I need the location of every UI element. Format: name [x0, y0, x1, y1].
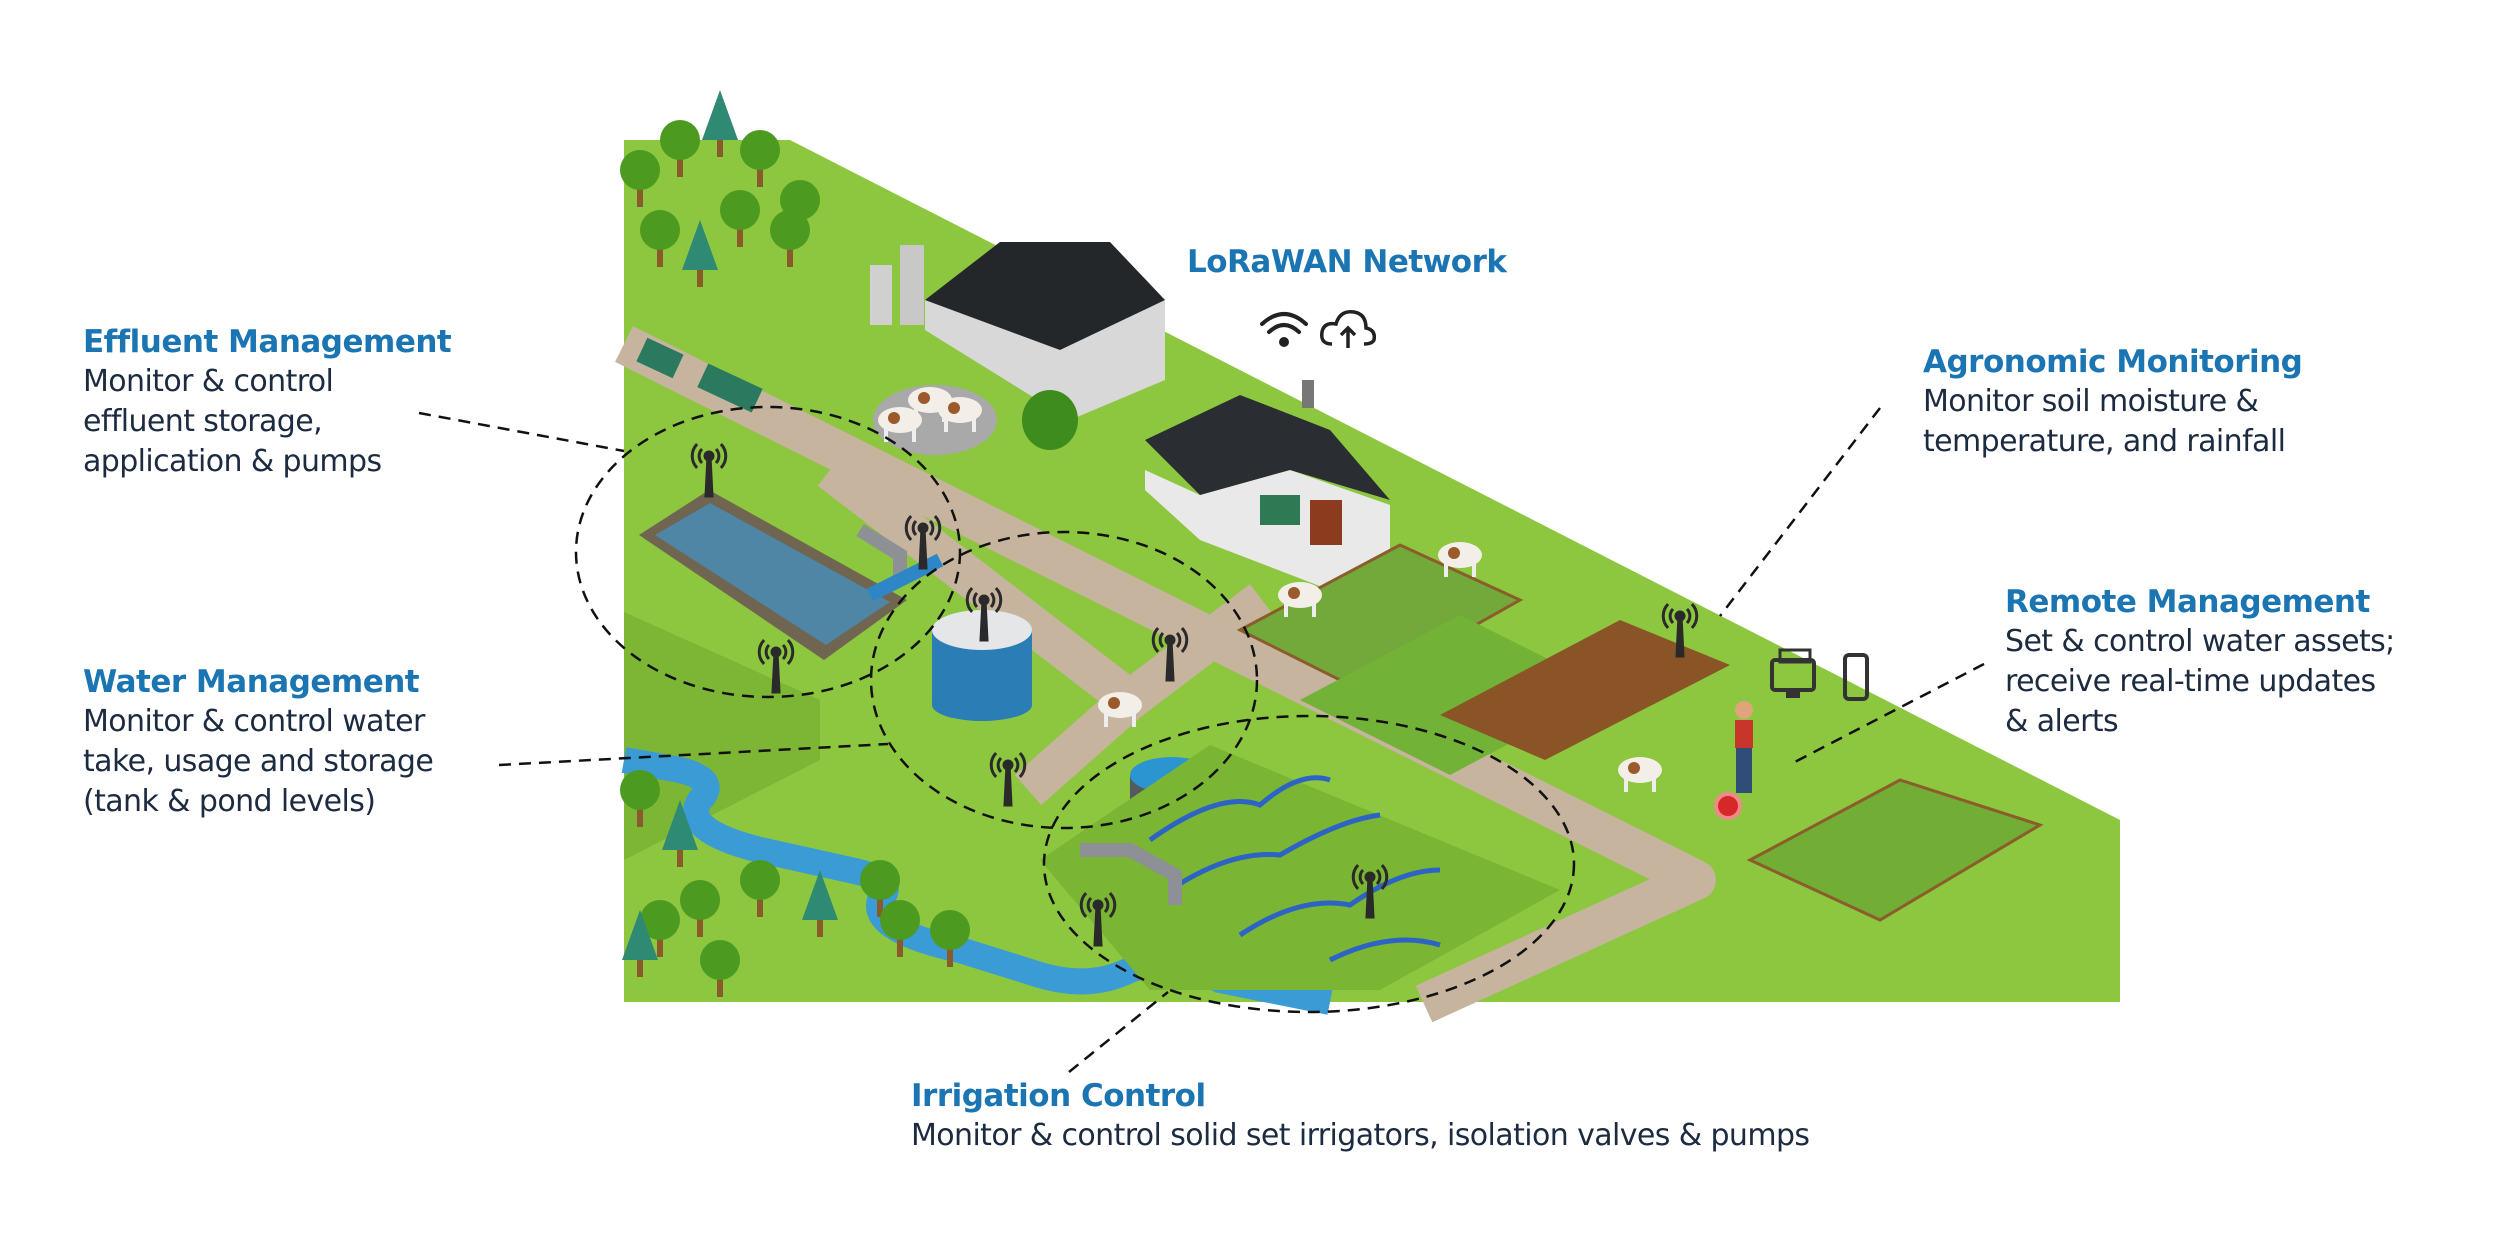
pine-tree: [702, 90, 738, 157]
crop-field: [1300, 615, 1610, 775]
irrigation-title: Irrigation Control: [911, 1078, 1206, 1114]
water-management-block: Water Management Monitor & control water…: [83, 662, 434, 822]
tree: [620, 150, 660, 207]
antenna-icon: [1351, 864, 1389, 919]
antenna-icon: [1151, 627, 1189, 682]
tree: [740, 860, 780, 917]
effluent-zone: [574, 405, 962, 699]
effluent-leader-line: [418, 411, 625, 453]
wifi-icon: [1260, 312, 1308, 347]
barn: [870, 242, 1165, 420]
tree: [770, 210, 810, 267]
agronomic-monitoring-block: Agronomic Monitoring Monitor soil moistu…: [1923, 342, 2303, 462]
water-line: (tank & pond levels): [83, 784, 376, 819]
water-leader-line: [498, 742, 889, 767]
agronomic-line: temperature, and rainfall: [1923, 424, 2286, 459]
remote-management-block: Remote Management Set & control water as…: [2005, 582, 2395, 742]
antenna-icon: [965, 587, 1003, 642]
truck: [636, 337, 684, 379]
effluent-line: application & pumps: [83, 444, 382, 479]
water-line: Monitor & control water: [83, 704, 425, 739]
irrigation-valve-pipe: [1080, 843, 1182, 905]
pine-tree: [622, 910, 658, 977]
remote-line: receive real-time updates: [2005, 664, 2376, 699]
remote-leader-line: [1788, 662, 1985, 767]
irrigation-control-block: Irrigation Control Monitor & control sol…: [911, 1076, 1810, 1156]
tree: [640, 900, 680, 957]
irrigation-zone: [1042, 714, 1576, 1014]
monitor-icon: [1770, 648, 1816, 698]
irrigation-field: [1040, 745, 1560, 990]
effluent-title: Effluent Management: [83, 324, 452, 360]
plowed-field: [1440, 620, 1730, 760]
effluent-water: [655, 503, 890, 645]
remote-line: Set & control water assets;: [2005, 624, 2395, 659]
blue-pipe: [866, 553, 944, 602]
cow: [1098, 692, 1142, 727]
crop-field-left: [624, 612, 820, 860]
truck: [697, 363, 763, 413]
cows: [878, 387, 1662, 792]
irrigation-line: Monitor & control solid set irrigators, …: [911, 1118, 1810, 1153]
tree: [720, 190, 760, 247]
tree: [700, 940, 740, 997]
farmer: [1735, 701, 1753, 793]
antenna-icon: [757, 639, 795, 694]
cloud-upload-icon: [1319, 310, 1377, 348]
crop-field-far: [1746, 778, 2044, 922]
tree: [880, 900, 920, 957]
water-title: Water Management: [83, 664, 420, 700]
pine-tree: [662, 800, 698, 867]
water-zone: [869, 530, 1259, 830]
tractor: [1260, 495, 1300, 525]
effluent-line: effluent storage,: [83, 404, 323, 439]
cow: [1618, 757, 1662, 792]
antenna-icon: [904, 515, 942, 570]
lorawan-network-title: LoRaWAN Network: [1187, 244, 1507, 280]
agronomic-leader-line: [1719, 407, 1881, 617]
green-silo: [1022, 390, 1078, 450]
antenna-icon: [690, 443, 728, 498]
effluent-line: Monitor & control: [83, 364, 334, 399]
antenna-icon: [1661, 603, 1699, 658]
tree: [740, 130, 780, 187]
remote-line: & alerts: [2005, 704, 2119, 739]
cow: [1278, 582, 1322, 617]
trees: [620, 90, 970, 997]
alert-icon: [1714, 792, 1742, 820]
cow: [878, 407, 922, 442]
pine-tree: [802, 870, 838, 937]
tree: [930, 910, 970, 967]
tree: [620, 770, 660, 827]
tree: [680, 880, 720, 937]
phone-icon: [1843, 653, 1869, 701]
irrigation-leader-line: [1068, 991, 1169, 1073]
cow: [938, 397, 982, 432]
sensor-antennas: [690, 443, 1699, 947]
cow: [1438, 542, 1482, 577]
antenna-icon: [1079, 892, 1117, 947]
pasture-field: [1236, 543, 1524, 692]
tree: [640, 210, 680, 267]
sprinkler-lines: [1148, 775, 1441, 963]
pine-tree: [682, 220, 718, 287]
remote-title: Remote Management: [2005, 584, 2370, 620]
antenna-icon: [989, 752, 1027, 807]
tree: [660, 120, 700, 177]
agronomic-line: Monitor soil moisture &: [1923, 384, 2259, 419]
tree: [860, 860, 900, 917]
effluent-management-block: Effluent Management Monitor & control ef…: [83, 322, 452, 482]
agronomic-title: Agronomic Monitoring: [1923, 344, 2303, 380]
water-line: take, usage and storage: [83, 744, 434, 779]
